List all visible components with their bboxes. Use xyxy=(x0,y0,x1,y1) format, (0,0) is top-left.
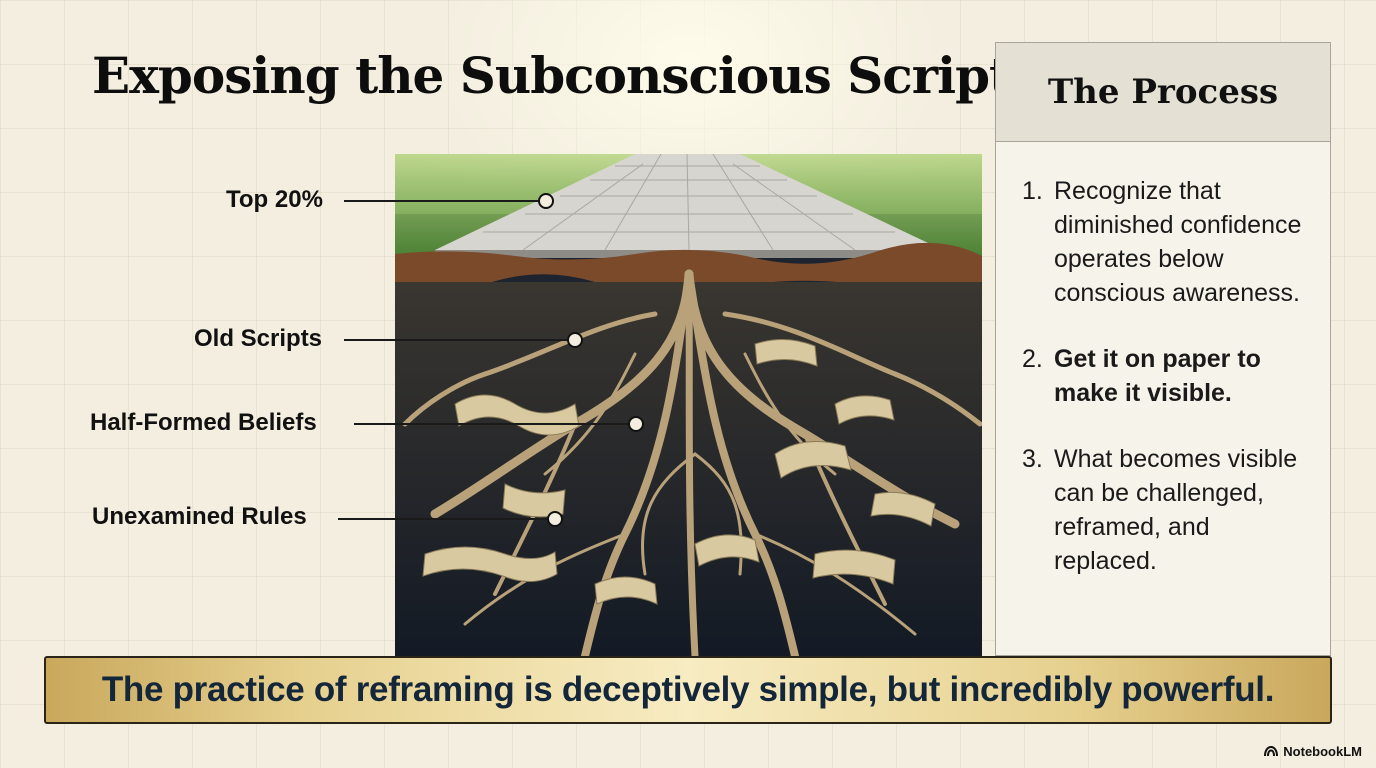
brand-watermark: NotebookLM xyxy=(1264,744,1362,759)
stone-path xyxy=(435,154,943,250)
process-panel-title: The Process xyxy=(1047,72,1279,112)
callout-dot-old-scripts xyxy=(567,332,583,348)
callout-dot-top-20 xyxy=(538,193,554,209)
process-step-text: What becomes visible can be challenged, … xyxy=(1054,445,1298,575)
process-step-number: 1. xyxy=(1022,177,1043,205)
process-panel-header: The Process xyxy=(996,43,1330,142)
callout-label-old-scripts: Old Scripts xyxy=(194,325,323,352)
process-step-number: 3. xyxy=(1022,445,1043,473)
takeaway-banner-text: The practice of reframing is deceptively… xyxy=(101,670,1275,709)
page-title: Exposing the Subconscious Scripts xyxy=(92,46,1039,105)
process-panel: The Process 1. Recognize that diminished… xyxy=(995,42,1331,656)
paper-scrolls xyxy=(422,339,936,605)
process-step-number: 2. xyxy=(1022,345,1043,373)
roots-illustration-svg xyxy=(395,154,982,656)
callout-dot-unexamined-rules xyxy=(547,511,563,527)
process-steps: 1. Recognize that diminished confidence … xyxy=(996,142,1330,578)
takeaway-banner: The practice of reframing is deceptively… xyxy=(44,656,1332,724)
callout-label-half-formed-beliefs: Half-Formed Beliefs xyxy=(90,409,317,436)
callout-label-top-20: Top 20% xyxy=(226,186,323,213)
callout-leader-top-20 xyxy=(344,200,540,202)
process-step-text: Get it on paper to make it visible. xyxy=(1054,345,1261,407)
callout-leader-old-scripts xyxy=(344,339,570,341)
callout-leader-half-formed-beliefs xyxy=(354,423,630,425)
process-step-2: 2. Get it on paper to make it visible. xyxy=(1022,342,1312,410)
callout-dot-half-formed-beliefs xyxy=(628,416,644,432)
notebooklm-logo-icon xyxy=(1264,746,1279,757)
process-step-3: 3. What becomes visible can be challenge… xyxy=(1022,442,1312,578)
path-pavers xyxy=(483,154,895,251)
brand-name: NotebookLM xyxy=(1283,744,1362,759)
callout-label-unexamined-rules: Unexamined Rules xyxy=(92,503,307,530)
roots-illustration xyxy=(395,154,982,656)
process-step-1: 1. Recognize that diminished confidence … xyxy=(1022,174,1312,310)
process-step-text: Recognize that diminished confidence ope… xyxy=(1054,177,1302,307)
callout-leader-unexamined-rules xyxy=(338,518,550,520)
